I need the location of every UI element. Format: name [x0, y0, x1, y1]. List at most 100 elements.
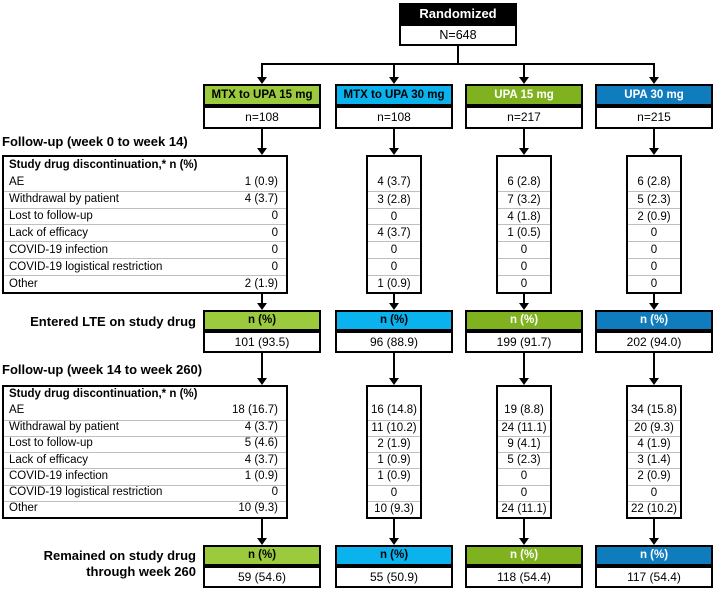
connector-line [393, 129, 395, 148]
value-cell: 0 [368, 484, 420, 501]
remained-label-line1: Remained on study drug [43, 548, 196, 563]
arrow-down-icon [389, 378, 399, 385]
arm-header-mtx-to-upa-15: MTX to UPA 15 mg [203, 84, 321, 106]
value-cell: 0 [368, 258, 420, 275]
value-cell: 5 (2.3) [628, 190, 680, 208]
final-npct-header-arm4: n (%) [595, 545, 713, 566]
value-cell: 0 [498, 275, 550, 292]
entered-lte-label: Entered LTE on study drug [30, 314, 196, 329]
connector-line [653, 129, 655, 148]
arrow-down-icon [519, 303, 529, 310]
value-cell: 0 [628, 224, 680, 241]
arrow-down-icon [519, 538, 529, 545]
final-npct-header-arm3: n (%) [465, 545, 583, 566]
final-value-arm3: 118 (54.4) [465, 566, 583, 588]
discontinuation-values-s2-arm2: 16 (14.8) 11 (10.2) 2 (1.9) 1 (0.9) 1 (0… [366, 385, 422, 519]
connector-line [261, 353, 263, 378]
arrow-down-icon [257, 303, 267, 310]
lte-value-arm2: 96 (88.9) [335, 331, 453, 353]
section1-label: Follow-up (week 0 to week 14) [2, 134, 188, 149]
connector-line [523, 63, 525, 77]
connector-line [653, 63, 655, 77]
value-cell: 4 (3.7) [377, 175, 411, 188]
value-cell: 0 [628, 484, 680, 501]
connector-line [523, 353, 525, 378]
value-cell: 11 (10.2) [368, 419, 420, 436]
connector-line [393, 353, 395, 378]
arm-header-upa-30: UPA 30 mg [595, 84, 713, 106]
value-cell: 0 [498, 484, 550, 501]
value-cell: 24 (11.1) [498, 419, 550, 436]
value-cell: 19 (8.8) [504, 404, 544, 417]
arrow-down-icon [389, 77, 399, 84]
value-cell: 0 [498, 241, 550, 258]
arrow-down-icon [519, 148, 529, 155]
lte-npct-header-arm1: n (%) [203, 310, 321, 331]
final-npct-header-arm1: n (%) [203, 545, 321, 566]
blank-row [368, 387, 420, 403]
value-cell: 1 (0.9) [368, 452, 420, 468]
arm-n-upa-30: n=215 [595, 106, 713, 129]
lte-value-arm3: 199 (91.7) [465, 331, 583, 353]
arrow-down-icon [257, 538, 267, 545]
value-cell: 0 [498, 258, 550, 275]
arrow-down-icon [649, 538, 659, 545]
blank-row [498, 157, 550, 174]
final-value-arm4: 117 (54.4) [595, 566, 713, 588]
value-cell: 20 (9.3) [628, 419, 680, 436]
value-cell: 0 [368, 241, 420, 258]
discontinuation-values-s1-arm4: 6 (2.8) 5 (2.3) 2 (0.9) 0 0 0 0 [626, 155, 682, 294]
blank-row [628, 387, 680, 403]
value-cell: 3 (2.8) [368, 190, 420, 208]
blank-row [368, 157, 420, 174]
discontinuation-values-s2-arm3: 19 (8.8) 24 (11.1) 9 (4.1) 5 (2.3) 0 0 2… [496, 385, 552, 519]
lte-npct-header-arm2: n (%) [335, 310, 453, 331]
connector-line [261, 519, 263, 538]
value-cell: 1 (0.9) [368, 275, 420, 292]
value-cell: 34 (15.8) [630, 404, 678, 417]
connector-line [393, 519, 395, 538]
connector-line [653, 353, 655, 378]
value-cell: 10 (9.3) [368, 500, 420, 517]
discontinuation-values-s1-arm2: 4 (3.7) 3 (2.8) 0 4 (3.7) 0 0 1 (0.9) [366, 155, 422, 294]
arrow-down-icon [519, 77, 529, 84]
value-cell: 9 (4.1) [498, 435, 550, 452]
arrow-down-icon [649, 148, 659, 155]
arm-n-upa-15: n=217 [465, 106, 583, 129]
arrow-down-icon [519, 378, 529, 385]
value-cell: 7 (3.2) [498, 190, 550, 208]
connector-line [523, 519, 525, 538]
value-cell: 16 (14.8) [370, 404, 418, 417]
value-cell: 2 (1.9) [368, 435, 420, 452]
table-header: Study drug discontinuation,* n (%) [9, 388, 198, 401]
connector-line [261, 294, 263, 304]
arrow-down-icon [649, 303, 659, 310]
lte-value-arm1: 101 (93.5) [203, 331, 321, 353]
connector-line [393, 294, 395, 304]
lte-npct-header-arm3: n (%) [465, 310, 583, 331]
value-cell: 0 [628, 241, 680, 258]
arrow-down-icon [257, 378, 267, 385]
connector-line [261, 63, 655, 65]
remained-label: Remained on study drug through week 260 [0, 548, 196, 580]
value-cell: 6 (2.8) [637, 175, 671, 188]
connector-line [523, 129, 525, 148]
randomized-n-box: N=648 [399, 24, 517, 46]
discontinuation-values-s2-arm4: 34 (15.8) 20 (9.3) 4 (1.9) 3 (1.4) 2 (0.… [626, 385, 682, 519]
blank-row [498, 387, 550, 403]
value-cell: 1 (0.9) [368, 468, 420, 484]
arrow-down-icon [649, 378, 659, 385]
